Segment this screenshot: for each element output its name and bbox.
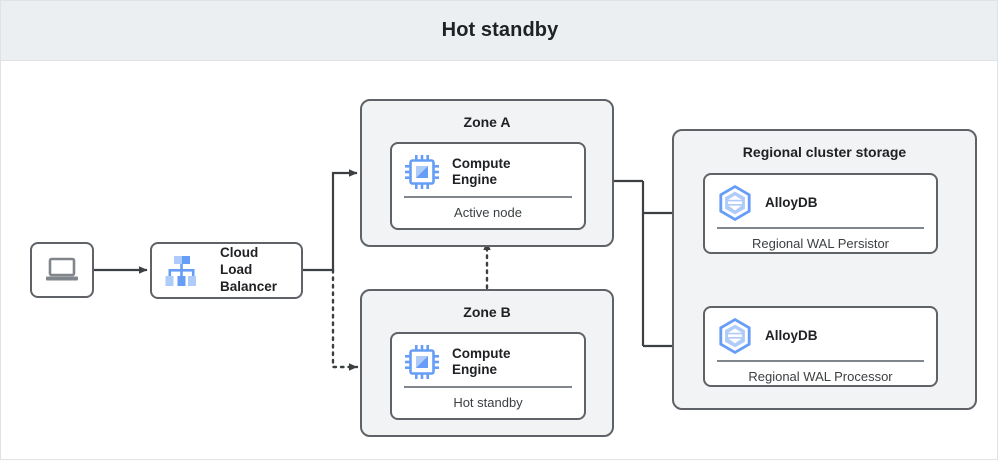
zone-b-compute-subtitle: Hot standby xyxy=(453,395,523,410)
zone-a-compute-subtitle: Active node xyxy=(454,205,522,220)
alloydb-wal-persistor-card[interactable]: AlloyDB Regional WAL Persistor xyxy=(703,173,938,254)
alloydb-wal-processor-card[interactable]: AlloyDB Regional WAL Processor xyxy=(703,306,938,387)
alloydb-persistor-title: AlloyDB xyxy=(765,194,818,210)
regional-cluster-storage-title: Regional cluster storage xyxy=(742,144,907,160)
alloydb-persistor-top: AlloyDB xyxy=(705,175,936,227)
card-divider xyxy=(717,227,924,229)
zone-a-title: Zone A xyxy=(463,114,511,130)
client-node[interactable] xyxy=(30,242,94,298)
alloydb-persistor-subtitle: Regional WAL Persistor xyxy=(751,236,890,251)
laptop-icon xyxy=(46,257,78,281)
alloydb-icon xyxy=(717,318,753,354)
card-divider xyxy=(404,196,572,198)
zone-b-compute-top: Compute Engine xyxy=(392,334,584,386)
connector-lb-to-zone-b xyxy=(331,268,359,371)
alloydb-processor-subtitle: Regional WAL Processor xyxy=(748,369,893,384)
diagram-header: Hot standby xyxy=(1,1,997,61)
alloydb-processor-title: AlloyDB xyxy=(765,327,818,343)
cloud-load-balancer-label: Cloud Load Balancer xyxy=(220,245,278,294)
compute-engine-icon xyxy=(404,344,440,380)
zone-a-compute-title: Compute Engine xyxy=(452,155,511,187)
card-divider xyxy=(717,360,924,362)
compute-engine-icon xyxy=(404,154,440,190)
zone-a-compute-top: Compute Engine xyxy=(392,144,584,196)
zone-b-compute-card[interactable]: Compute Engine Hot standby xyxy=(390,332,586,420)
page-title: Hot standby xyxy=(441,19,559,41)
zone-a-compute-card[interactable]: Compute Engine Active node xyxy=(390,142,586,230)
cloud-load-balancer-node[interactable]: Cloud Load Balancer xyxy=(150,242,303,299)
alloydb-icon xyxy=(717,185,753,221)
connector-lb-to-zone-a xyxy=(303,169,358,272)
card-divider xyxy=(404,386,572,388)
zone-b-title: Zone B xyxy=(463,304,511,320)
zone-b-compute-title: Compute Engine xyxy=(452,345,511,377)
alloydb-processor-top: AlloyDB xyxy=(705,308,936,360)
cloud-load-balancer-icon xyxy=(162,253,198,289)
